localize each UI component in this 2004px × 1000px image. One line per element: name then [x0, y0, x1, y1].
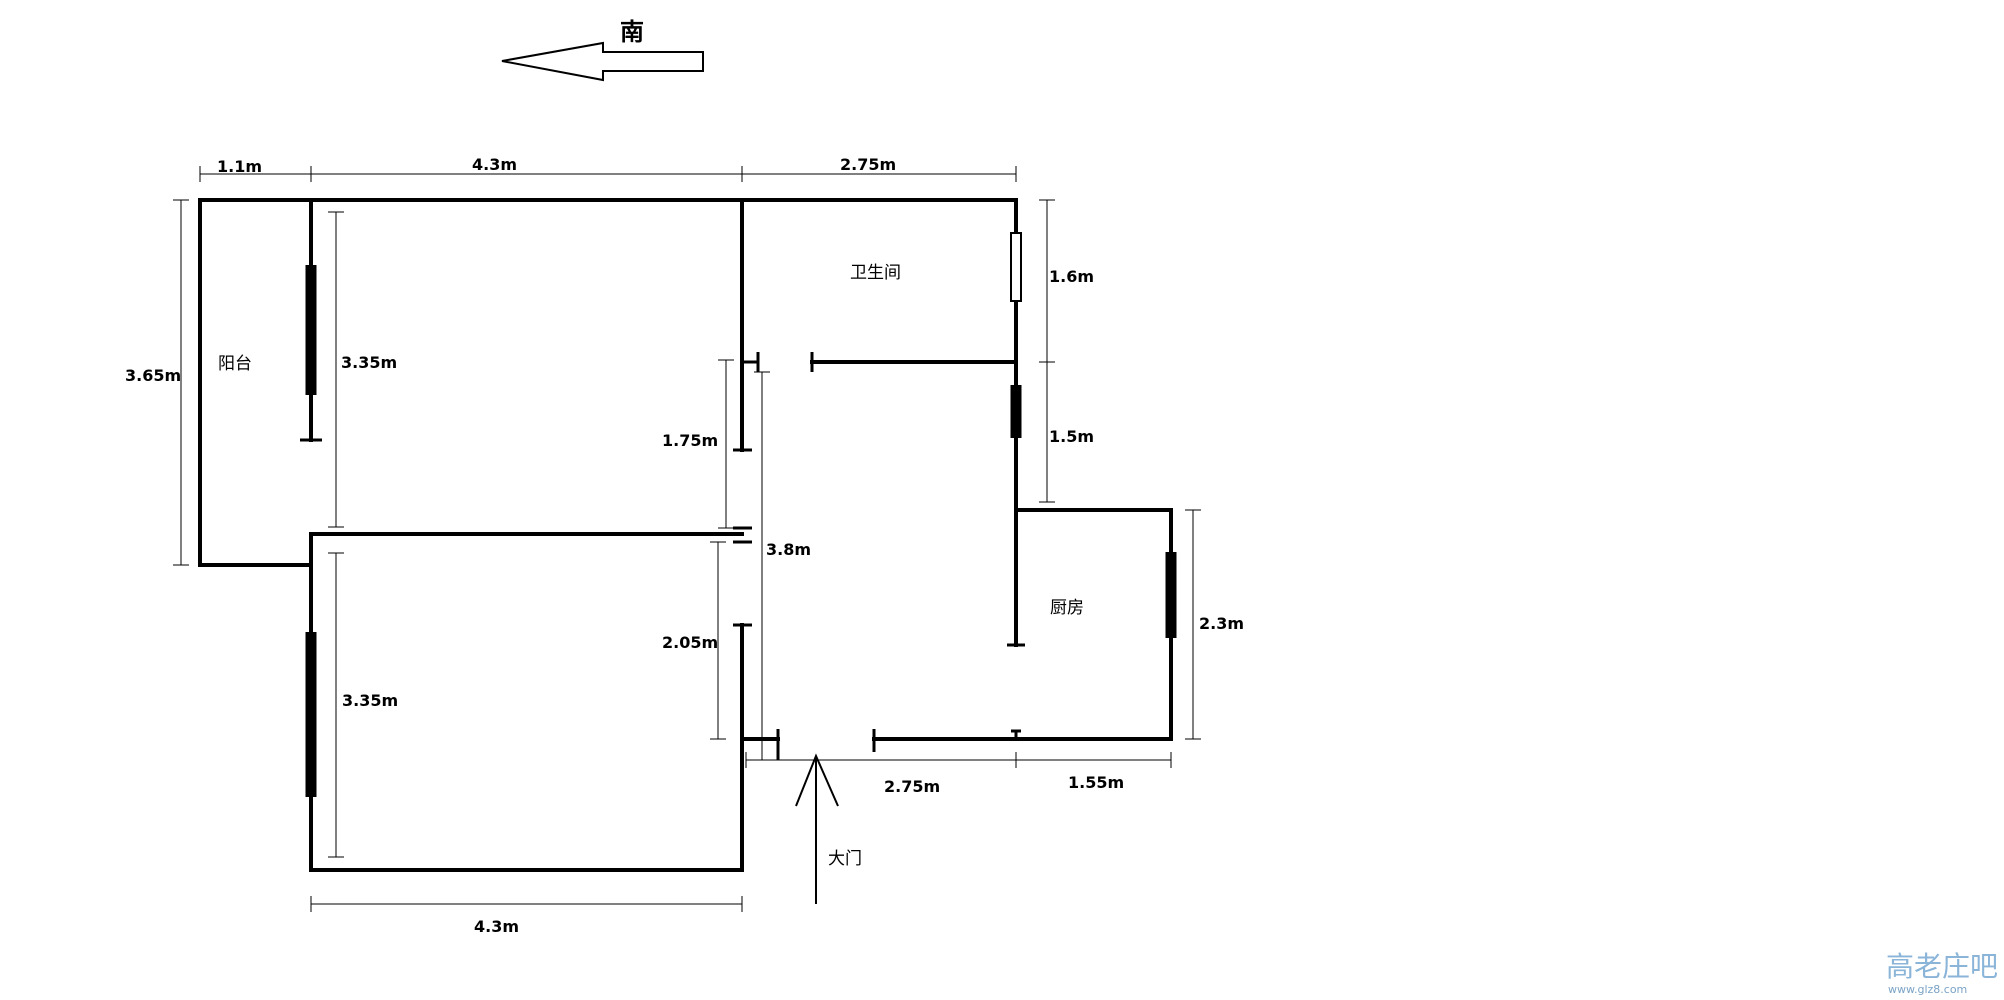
dim-label-hall-bottom: 2.75m [884, 777, 940, 796]
dim-label-bedroom1-top: 4.3m [472, 155, 517, 174]
dim-label-upper-door: 1.75m [662, 431, 718, 450]
window-bathroom [1010, 232, 1022, 302]
outer-wall-west [198, 198, 1173, 741]
dim-label-corridor: 1.5m [1049, 427, 1094, 446]
dim-label-bath-height: 1.6m [1049, 267, 1094, 286]
walls [198, 198, 1173, 872]
room-label-bathroom: 卫生间 [850, 263, 901, 283]
south-arrow-icon [501, 41, 704, 82]
room-label-entrance: 大门 [828, 849, 862, 869]
watermark-logo: 高老庄吧 [1886, 950, 1998, 983]
room-labels: 阳台 卫生间 厨房 大门 [218, 263, 1084, 869]
entrance-arrow [795, 753, 839, 904]
dim-label-hall-height: 3.8m [766, 540, 811, 559]
dim-label-kitchen-bottom: 1.55m [1068, 773, 1124, 792]
dim-label-balcony-top: 1.1m [217, 157, 262, 176]
dim-label-kitchen-height: 2.3m [1199, 614, 1244, 633]
windows [305, 232, 1177, 797]
south-arrow: 南 [501, 18, 704, 82]
dim-label-lower-door: 2.05m [662, 633, 718, 652]
room-label-kitchen: 厨房 [1050, 598, 1084, 618]
watermark: 高老庄吧 www.glz8.com [1886, 950, 1998, 996]
watermark-url: www.glz8.com [1888, 983, 1967, 996]
dimension-lines [173, 166, 1201, 912]
dim-label-balcony-height: 3.65m [125, 366, 181, 385]
south-label: 南 [620, 18, 644, 46]
dim-label-bath-top: 2.75m [840, 155, 896, 174]
dim-label-bedroom1-height: 3.35m [341, 353, 397, 372]
room-label-balcony: 阳台 [218, 354, 252, 374]
dim-label-bedroom2-height: 3.35m [342, 691, 398, 710]
dim-label-bedroom2-width: 4.3m [474, 917, 519, 936]
dimension-labels: 1.1m 4.3m 2.75m 3.65m 3.35m 3.35m 1.75m … [125, 155, 1244, 936]
door-jambs [300, 352, 1025, 760]
